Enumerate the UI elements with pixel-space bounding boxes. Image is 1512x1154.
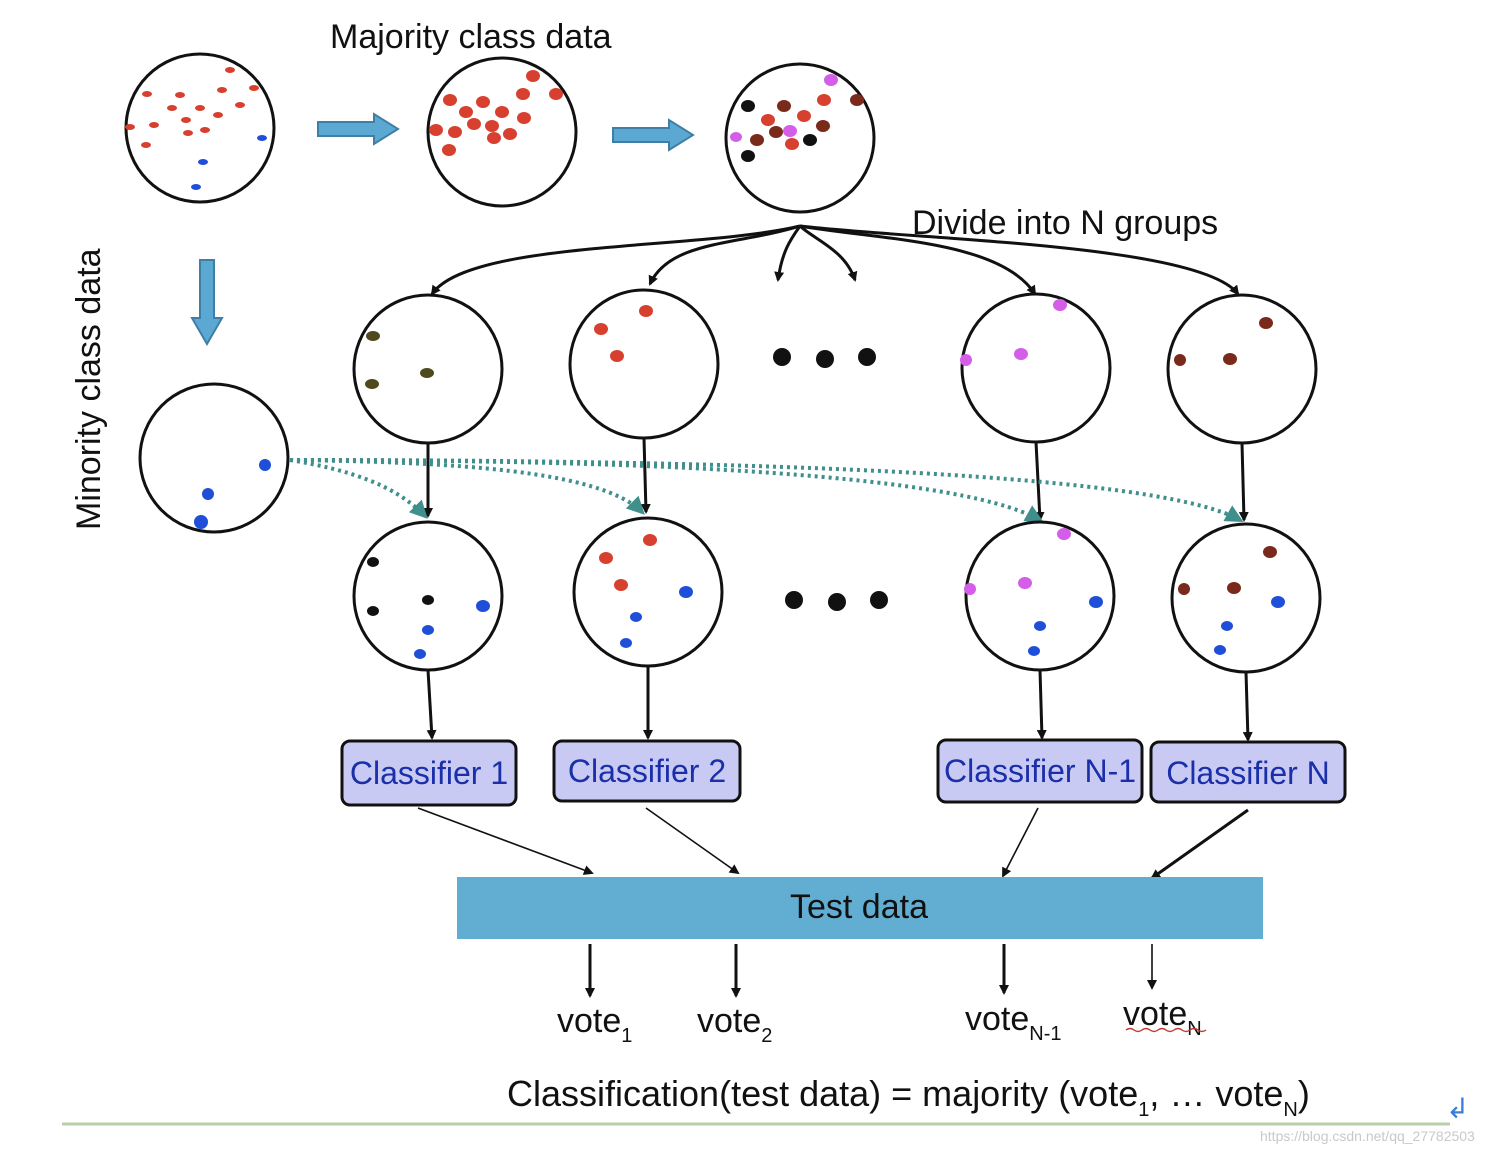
group-circle-2 xyxy=(568,288,720,440)
down-arrow-icon xyxy=(190,259,224,347)
vote-2-label: vote2 xyxy=(697,1002,772,1047)
ellipsis-row-3 xyxy=(785,591,888,611)
grouped-majority-circle xyxy=(724,62,876,214)
classifier-n-1-label: Classifier N-1 xyxy=(944,753,1136,789)
classifier-n-1-box: Classifier N-1 xyxy=(936,738,1144,804)
spellcheck-underline xyxy=(1125,1027,1207,1033)
ellipsis-row-2 xyxy=(773,348,876,368)
classifier-1-box: Classifier 1 xyxy=(340,739,518,807)
combined-circle-n-1 xyxy=(964,520,1116,672)
combined-circle-2 xyxy=(572,516,724,668)
original-data-circle xyxy=(124,52,276,204)
group-circle-n xyxy=(1166,293,1318,445)
combined-circle-1 xyxy=(352,520,504,672)
vote-n-1-label: voteN-1 xyxy=(965,1000,1062,1045)
vote-arrows xyxy=(585,944,1157,998)
classifier-1-label: Classifier 1 xyxy=(350,755,508,791)
minority-dotted-lines xyxy=(289,458,1244,522)
majority-class-label: Majority class data xyxy=(330,18,612,56)
return-mark-icon: ↲ xyxy=(1446,1092,1469,1125)
vote-n-label: voteN xyxy=(1123,995,1202,1040)
minority-class-label: Minority class data xyxy=(70,248,108,530)
classifier-n-label: Classifier N xyxy=(1166,755,1330,791)
vote-1-label: vote1 xyxy=(557,1002,632,1047)
test-data-label: Test data xyxy=(790,888,928,926)
watermark-text: https://blog.csdn.net/qq_27782503 xyxy=(1260,1128,1475,1144)
combined-circle-n xyxy=(1170,522,1322,674)
classification-formula: Classification(test data) = majority (vo… xyxy=(507,1073,1310,1121)
majority-data-circle xyxy=(426,56,578,208)
classifier-2-box: Classifier 2 xyxy=(552,739,742,803)
test-data-bar: Test data xyxy=(457,877,1263,939)
minority-data-circle xyxy=(138,382,290,534)
classifier-2-label: Classifier 2 xyxy=(568,753,726,789)
group-circle-n-1 xyxy=(960,292,1112,444)
group-circle-1 xyxy=(352,293,504,445)
divide-groups-label: Divide into N groups xyxy=(912,204,1218,242)
classifier-to-test-arrows xyxy=(417,807,1249,880)
combined-to-classifier-arrows xyxy=(426,666,1253,742)
divide-arrows xyxy=(430,224,1240,296)
right-arrow-icon xyxy=(317,112,400,146)
classifier-n-box: Classifier N xyxy=(1149,740,1347,804)
right-arrow-icon xyxy=(612,118,695,152)
